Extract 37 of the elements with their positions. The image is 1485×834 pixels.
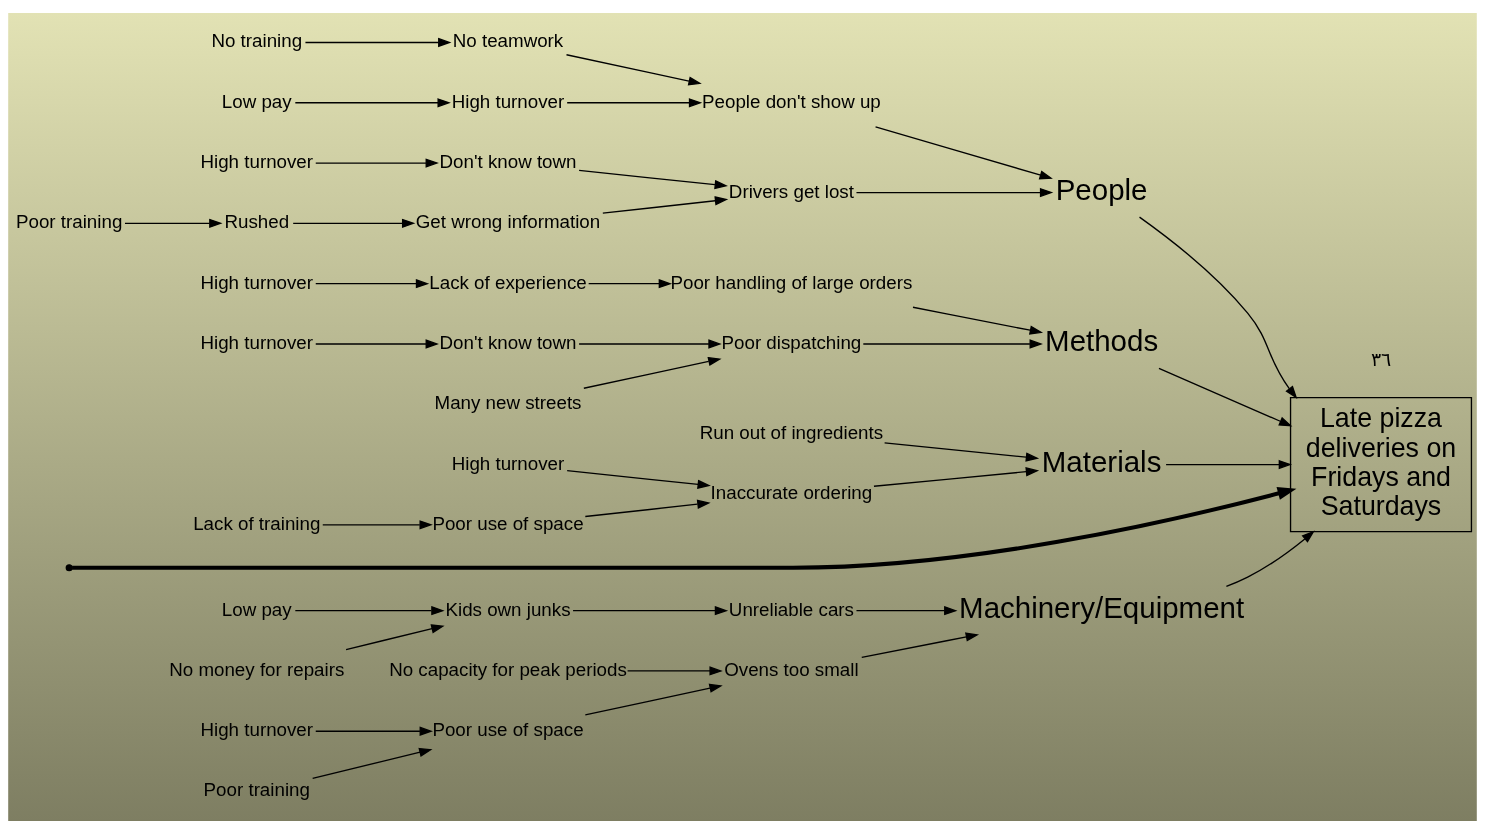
- node-text: High turnover: [451, 90, 565, 112]
- node-text: Lack of training: [193, 512, 321, 534]
- node-text: People: [1055, 173, 1148, 207]
- node-text: Lack of experience: [429, 271, 587, 293]
- node-text: No capacity for peak periods: [389, 658, 627, 680]
- node-text: Machinery/Equipment: [959, 591, 1245, 625]
- node-text: Get wrong information: [415, 211, 601, 233]
- node-text: No teamwork: [452, 30, 564, 52]
- node-text: Many new streets: [434, 392, 582, 414]
- node-text: Don't know town: [439, 331, 577, 353]
- node-text: Poor use of space: [432, 719, 584, 741]
- node-text: Poor use of space: [432, 512, 584, 534]
- node-text: Rushed: [224, 211, 290, 233]
- node-text: High turnover: [200, 331, 314, 353]
- node-text: Unreliable cars: [728, 598, 854, 620]
- node-text: No money for repairs: [169, 658, 345, 680]
- node-text: Low pay: [221, 90, 292, 112]
- node-text: High turnover: [200, 719, 314, 741]
- label: ٣٦: [1370, 349, 1391, 371]
- node-text: Drivers get lost: [728, 180, 854, 202]
- node-text: Poor dispatching: [721, 331, 862, 353]
- node-text: Run out of ingredients: [699, 421, 884, 443]
- node-text: High turnover: [200, 151, 314, 173]
- node-text: Materials: [1041, 445, 1162, 479]
- node-text: Poor training: [203, 779, 310, 801]
- node-text: Inaccurate ordering: [710, 482, 873, 504]
- node-text: Poor handling of large orders: [670, 271, 913, 293]
- node-text: High turnover: [451, 452, 565, 474]
- node-text: Low pay: [221, 598, 292, 620]
- node-text: No training: [211, 30, 303, 52]
- node-text: Don't know town: [439, 151, 577, 173]
- node-text: Kids own junks: [445, 598, 571, 620]
- node-text: Poor training: [16, 211, 123, 233]
- node-text: People don't show up: [702, 90, 881, 112]
- node-text: High turnover: [200, 271, 314, 293]
- node-text: Methods: [1045, 324, 1159, 358]
- node-text: Ovens too small: [724, 658, 859, 680]
